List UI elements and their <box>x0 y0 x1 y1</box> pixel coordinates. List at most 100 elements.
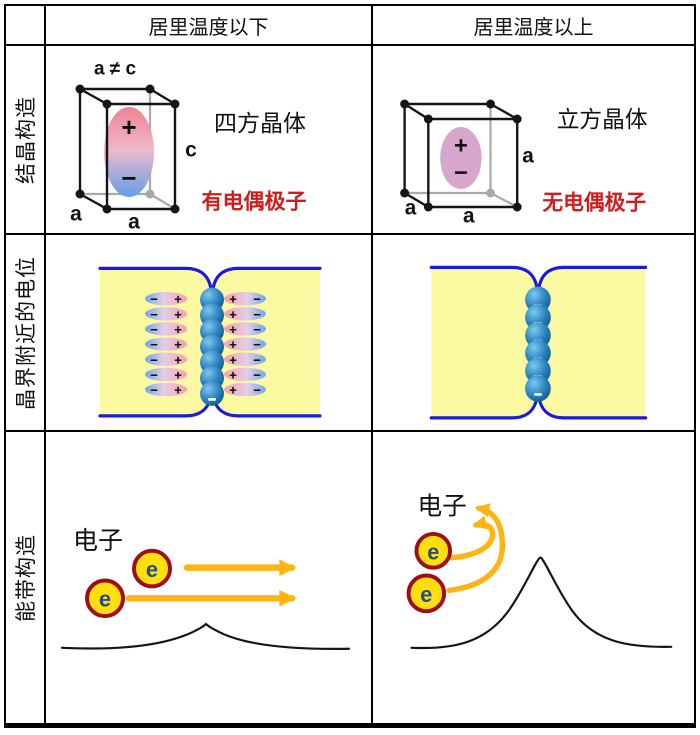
dipole-sign: + <box>174 337 182 352</box>
electron-symbol: e <box>427 539 439 564</box>
band-below-diagram: 电子 e e <box>60 527 351 650</box>
axis-a-bottom-label: a <box>463 204 475 227</box>
electron-circle <box>132 548 172 589</box>
minus-sign: − <box>454 159 468 186</box>
boundary-sphere-column <box>200 287 224 406</box>
dipole-ellipse <box>224 307 266 321</box>
grain-outline-top <box>429 265 648 294</box>
row-label-grain-boundary-potential: 晶界附近的电位 <box>6 235 46 432</box>
dipole-sign: − <box>253 322 261 337</box>
dipole-sign: − <box>253 337 261 352</box>
comparison-table: 居里温度以下 居里温度以上 结晶构造 a ≠ c + − c a a 四方晶体 … <box>4 4 696 728</box>
left-grain <box>431 267 538 418</box>
dipole-column-right: +−+−+−+−+−+−+− <box>224 292 266 398</box>
lattice-vertices <box>75 84 180 214</box>
tetragonal-crystal-diagram: a ≠ c + − c a a 四方晶体 有电偶极子 <box>70 59 307 234</box>
dipole-column-left: −+−+−+−+−+−+−+ <box>145 292 187 398</box>
dipole-sign: − <box>150 383 158 398</box>
dipole-sign: − <box>253 352 261 367</box>
electron-reflect-arrow-small <box>449 515 496 561</box>
electron-circle <box>85 578 125 619</box>
dipole-sign: − <box>150 367 158 382</box>
boundary-ion-sphere <box>525 375 551 402</box>
dipole-note: 有电偶极子 <box>202 190 307 214</box>
dipole-sign: − <box>150 292 158 307</box>
lattice-vertices <box>400 99 522 212</box>
cell-crystal-below: a ≠ c + − c a a 四方晶体 有电偶极子 <box>46 46 373 235</box>
header-above-curie: 居里温度以上 <box>373 6 694 46</box>
electron-symbol: e <box>420 582 432 607</box>
dipole-ellipse <box>145 307 187 321</box>
plus-sign: + <box>454 132 468 159</box>
cell-potential-above <box>373 235 694 432</box>
cell-band-below: 电子 e e <box>46 432 373 723</box>
sphere-minus-mark <box>208 398 216 401</box>
electron-circle <box>414 531 453 570</box>
dipole-note: 无电偶极子 <box>542 191 646 214</box>
dipole-sign: − <box>150 337 158 352</box>
dipole-ellipse <box>224 322 266 336</box>
grain-boundary-above-diagram <box>429 265 648 420</box>
electron-reflect-arrow-big <box>446 503 506 594</box>
dipole-sign: − <box>253 292 261 307</box>
dipole-sign: − <box>253 307 261 322</box>
axis-a-bottom-label: a <box>128 211 140 234</box>
boundary-sphere-column <box>525 286 551 402</box>
header-above-curie-text: 居里温度以上 <box>473 16 594 39</box>
electron-symbol: e <box>99 587 111 612</box>
cell-crystal-above: + − a a a 立方晶体 无电偶极子 <box>373 46 694 235</box>
dipole-sign: + <box>229 307 237 322</box>
minus-sign: − <box>121 163 136 193</box>
corner-cell <box>6 6 46 46</box>
row-label-crystal-structure: 结晶构造 <box>6 46 46 235</box>
potential-barrier-curve-low <box>60 622 351 650</box>
dipole-sign: + <box>229 292 237 307</box>
lattice-note: a ≠ c <box>94 59 137 80</box>
dipole-sign: + <box>229 322 237 337</box>
axis-c-label: c <box>185 139 197 162</box>
dipole-sign: + <box>229 383 237 398</box>
dipole-ellipse <box>145 291 187 306</box>
crystal-name: 立方晶体 <box>557 106 648 132</box>
dipole-gradient-ellipse <box>104 107 154 197</box>
cell-potential-below: −+−+−+−+−+−+−+ +−+−+−+−+−+−+− <box>46 235 373 432</box>
visible-edges <box>403 102 519 209</box>
header-below-curie-text: 居里温度以下 <box>148 16 269 39</box>
dipole-sign: + <box>174 352 182 367</box>
grain-outline-top <box>98 266 322 295</box>
row-label-band-structure: 能带构造 <box>6 432 46 723</box>
plus-sign: + <box>121 112 136 142</box>
electron-label: 电子 <box>73 527 123 555</box>
cubic-crystal-diagram: + − a a a 立方晶体 无电偶极子 <box>400 99 648 228</box>
dipole-sign: + <box>229 367 237 382</box>
dipole-ellipse <box>145 337 187 351</box>
header-below-curie: 居里温度以下 <box>46 6 373 46</box>
grain-boundary-below-diagram: −+−+−+−+−+−+−+ +−+−+−+−+−+−+− <box>98 266 322 418</box>
electron-symbol: e <box>146 557 158 582</box>
dipole-ellipse <box>145 352 187 366</box>
dipole-ellipse <box>224 352 266 366</box>
axis-a-left-label: a <box>70 203 82 226</box>
visible-edges <box>78 87 177 211</box>
dipole-sign: + <box>229 337 237 352</box>
crystal-name: 四方晶体 <box>214 110 306 136</box>
dipole-ellipse <box>145 382 187 397</box>
dipole-sign: + <box>174 383 182 398</box>
row-label-grain-boundary-potential-text: 晶界附近的电位 <box>15 255 38 410</box>
dipole-sign: − <box>253 383 261 398</box>
axis-a-left-label: a <box>405 196 417 219</box>
cell-band-above: 电子 e e <box>373 432 694 723</box>
dipole-sign: − <box>150 322 158 337</box>
row-label-band-structure-text: 能带构造 <box>15 533 38 622</box>
grain-outline-bottom <box>429 392 648 420</box>
dipole-sign: + <box>174 367 182 382</box>
dipole-sign: − <box>150 307 158 322</box>
dipole-ellipse <box>145 367 187 382</box>
dipole-ellipse <box>224 291 266 306</box>
band-above-diagram: 电子 e e <box>406 493 673 650</box>
dipole-sign: + <box>174 307 182 322</box>
dipole-ellipse <box>224 382 266 397</box>
dipole-sign: + <box>174 322 182 337</box>
dipole-ellipse <box>145 322 187 336</box>
right-grain <box>537 267 646 418</box>
